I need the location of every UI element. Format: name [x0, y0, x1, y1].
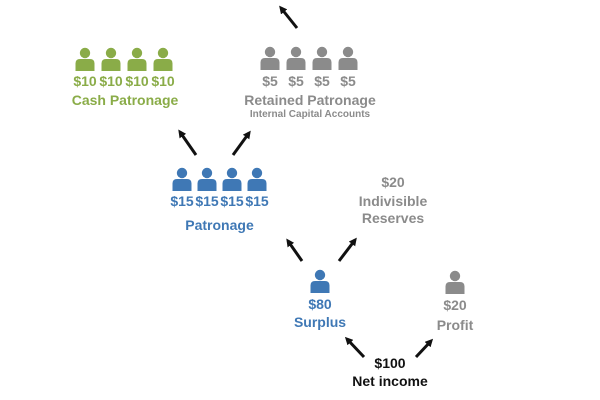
net-income-value: $100 [374, 355, 406, 371]
cash-patronage-label: Cash Patronage [71, 92, 179, 108]
person-icon [172, 167, 192, 191]
arrows [178, 5, 434, 359]
person-icon [445, 270, 465, 294]
person-icon [286, 46, 306, 70]
person-icon [260, 46, 280, 70]
patronage-label: Patronage [185, 217, 254, 233]
patronage-value-1: $15 [170, 193, 194, 209]
person-icon [75, 47, 95, 71]
arrow-net-income-to-profit [414, 338, 434, 359]
retained-patronage-sublabel: Internal Capital Accounts [249, 109, 371, 120]
person-icon [101, 47, 121, 71]
cash-patronage-value-4: $10 [151, 73, 175, 89]
arrow-surplus-to-reserves [337, 237, 357, 262]
person-icon [310, 269, 330, 293]
cash-patronage-people [75, 47, 173, 71]
profit-value: $20 [443, 297, 467, 313]
person-icon [247, 167, 267, 191]
retained-patronage-value-4: $5 [340, 73, 356, 89]
arrow-net-income-to-surplus [344, 336, 366, 359]
net-income-label: Net income [352, 373, 428, 389]
arrow-patronage-to-cash [178, 129, 198, 156]
retained-patronage-value-2: $5 [288, 73, 304, 89]
patronage-value-3: $15 [220, 193, 244, 209]
indivisible-reserves-label: Indivisible Reserves [358, 193, 428, 226]
cash-patronage-value-1: $10 [73, 73, 97, 89]
profit-person [445, 270, 465, 294]
retained-patronage-people [260, 46, 358, 70]
patronage-people [172, 167, 267, 191]
person-icon [312, 46, 332, 70]
surplus-value: $80 [308, 296, 332, 312]
cash-patronage-value-3: $10 [125, 73, 149, 89]
patronage-value-4: $15 [245, 193, 269, 209]
person-icon [127, 47, 147, 71]
retained-patronage-value-1: $5 [262, 73, 278, 89]
indivisible-reserves-value: $20 [381, 174, 405, 190]
person-icon [222, 167, 242, 191]
patronage-value-2: $15 [195, 193, 219, 209]
arrow-retained-up [279, 5, 299, 29]
surplus-label: Surplus [293, 314, 347, 330]
person-icon [338, 46, 358, 70]
arrow-surplus-to-patronage [286, 238, 304, 262]
surplus-person [310, 269, 330, 293]
cash-patronage-value-2: $10 [99, 73, 123, 89]
person-icon [153, 47, 173, 71]
retained-patronage-label: Retained Patronage [244, 92, 376, 108]
arrow-patronage-to-retained [231, 130, 251, 156]
profit-label: Profit [436, 317, 474, 333]
person-icon [197, 167, 217, 191]
retained-patronage-value-3: $5 [314, 73, 330, 89]
